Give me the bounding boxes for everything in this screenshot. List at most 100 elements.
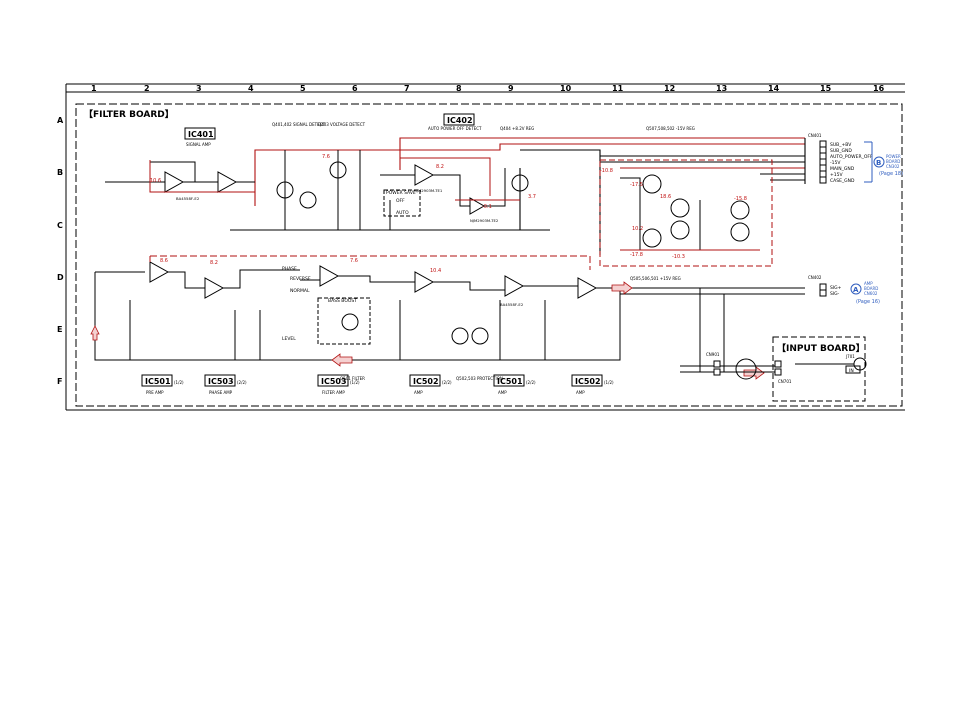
ic-label-sub: AMP: [414, 390, 423, 395]
cn402-pin-sig-plus: SIG+: [830, 285, 842, 291]
cn401-pin-label: SUB_GND: [830, 148, 852, 154]
filter-board-outline: [75, 103, 903, 407]
row-label-E: E: [57, 325, 62, 334]
svg-text:NJM2903M-TE2: NJM2903M-TE2: [470, 218, 499, 223]
svg-text:Q505,506,501 +15V REG: Q505,506,501 +15V REG: [630, 276, 681, 281]
column-label-5: 5: [300, 84, 306, 93]
voltage-reading: 3.7: [528, 194, 536, 200]
column-label-6: 6: [352, 84, 358, 93]
svg-text:NJM2903M-TE1: NJM2903M-TE1: [414, 188, 443, 193]
svg-text:Q403 VOLTAGE DETECT: Q403 VOLTAGE DETECT: [318, 122, 366, 127]
input-wiring: [680, 288, 867, 380]
svg-text:Q501 FILTER: Q501 FILTER: [340, 376, 365, 381]
regulator-block: [599, 159, 773, 267]
row-label-D: D: [57, 273, 64, 282]
ic-label-suffix: (2/2): [526, 380, 536, 385]
ic-label-sub: PRE AMP: [146, 390, 164, 395]
voltage-reading: 10.4: [430, 268, 441, 274]
column-label-3: 3: [196, 84, 202, 93]
column-label-14: 14: [768, 84, 780, 93]
ic-label-sub: PHASE AMP: [209, 390, 233, 395]
ic-label-suffix: (1/2): [174, 380, 184, 385]
in-jack-tag: [845, 365, 861, 374]
svg-text:Q404 +8.2V REG: Q404 +8.2V REG: [500, 126, 534, 131]
ic-label-sub: AMP: [576, 390, 585, 395]
input-board-outline: [772, 336, 866, 402]
voltage-reading: -17.8: [630, 252, 643, 258]
column-label-4: 4: [248, 84, 254, 93]
cn401-pin-label: CASE_GND: [830, 178, 855, 184]
cn701-label: CN701: [778, 379, 792, 384]
voltage-reading: 8.2: [210, 260, 218, 266]
voltage-reading: -15.8: [734, 196, 747, 202]
ic-label-suffix: (2/2): [442, 380, 452, 385]
svg-text:BOARD: BOARD: [886, 159, 900, 164]
column-label-11: 11: [612, 84, 624, 93]
ic-label-ic501: IC501(1/2) PRE AMP: [141, 374, 184, 395]
cn401-pin-label: +15V: [830, 172, 843, 178]
drawing-frame: [65, 83, 905, 411]
svg-text:Q507,508,502 -15V REG: Q507,508,502 -15V REG: [646, 126, 695, 131]
ic-label-suffix: (1/2): [350, 380, 360, 385]
in-jack-label: IN: [849, 368, 854, 374]
bass-boost-box: [317, 297, 371, 345]
ic-label-sub: AMP: [498, 390, 507, 395]
svg-text:AMP: AMP: [864, 281, 873, 286]
auto-label: AUTO: [396, 210, 409, 216]
off-label: OFF: [396, 198, 405, 204]
signal-path-red: [149, 255, 591, 270]
ic-label-ic502: IC502(1/2)AMP: [571, 374, 614, 395]
svg-text:AUTO POWER OFF DETECT: AUTO POWER OFF DETECT: [428, 126, 482, 131]
input-board-title: 【INPUT BOARD】: [777, 343, 865, 354]
ic-label-name: IC503: [208, 377, 234, 386]
voltage-reading: -10.8: [600, 168, 613, 174]
voltage-reading: 8.6: [160, 258, 168, 264]
level-label: LEVEL: [282, 336, 296, 342]
phase-label: PHASE: [282, 266, 297, 272]
svg-text:IC402: IC402: [447, 116, 473, 125]
column-label-9: 9: [508, 84, 514, 93]
svg-text:Q502,503 PROTECTION: Q502,503 PROTECTION: [456, 376, 503, 381]
amp-board-ref: A AMP BOARD CN602 (Page 16): [850, 281, 880, 305]
cn402-pin-sig-minus: SIG-: [830, 291, 840, 297]
switch-labels: POWER SAVE OFF AUTO PHASE REVERSE NORMAL…: [282, 190, 416, 342]
upper-opamps: [105, 150, 529, 230]
column-label-13: 13: [716, 84, 727, 93]
column-label-1: 1: [91, 84, 97, 93]
voltage-reading: 7.6: [350, 258, 358, 264]
cn401-pin-label: AUTO_POWER_OFF: [830, 154, 873, 160]
column-label-7: 7: [404, 84, 410, 93]
power-board-badge: B: [876, 159, 881, 167]
svg-text:BOARD: BOARD: [864, 286, 878, 291]
column-label-15: 15: [820, 84, 832, 93]
voltage-reading: 18.6: [660, 194, 671, 200]
power-board-ref: B POWER BOARD CN302 (Page 18): [864, 141, 903, 183]
row-label-C: C: [57, 221, 63, 230]
column-label-16: 16: [873, 84, 885, 93]
svg-text:(Page 18): (Page 18): [879, 171, 903, 177]
column-label-2: 2: [144, 84, 150, 93]
ic-label-name: IC503: [321, 377, 347, 386]
ic-label-name: IC501: [145, 377, 171, 386]
svg-text:IC401: IC401: [188, 130, 214, 139]
cn402-label: CN402: [808, 275, 822, 280]
voltage-reading: 10.2: [632, 226, 643, 232]
row-label-A: A: [57, 116, 64, 125]
cn402-pins: [819, 283, 827, 297]
column-label-8: 8: [456, 84, 462, 93]
upper-red-wires: [149, 157, 520, 201]
column-label-12: 12: [664, 84, 675, 93]
row-label-B: B: [57, 168, 63, 177]
cn401-pin-label: -15V: [830, 160, 841, 166]
svg-text:BA4558F-E2: BA4558F-E2: [176, 196, 200, 201]
voltage-labels: 7.68.2-0.13.710.6-10.8-17.518.6-15.810.2…: [150, 154, 747, 274]
amp-board-badge: A: [853, 286, 859, 294]
svg-text:SIGNAL AMP: SIGNAL AMP: [186, 142, 211, 147]
bass-boost-label: BASS BOOST: [328, 298, 357, 304]
ic-label-ic502: IC502(2/2)AMP: [409, 374, 452, 395]
cn901-label: CN901: [706, 352, 720, 357]
column-label-10: 10: [560, 84, 572, 93]
svg-text:(Page 16): (Page 16): [856, 299, 880, 305]
